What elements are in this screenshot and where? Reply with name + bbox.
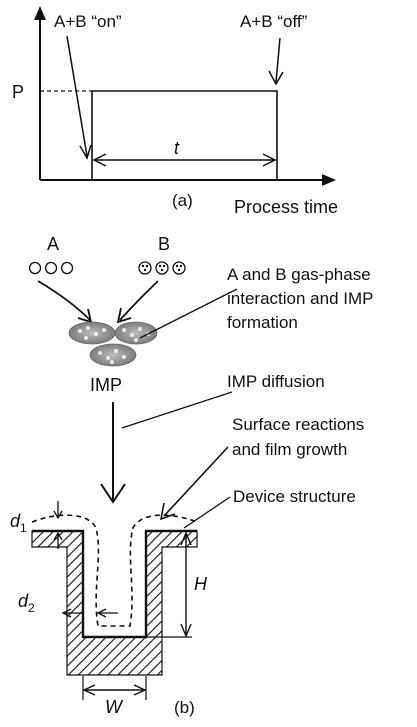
interaction-label-line-3: formation	[227, 313, 298, 332]
interaction-label-line-1: A and B gas-phase	[227, 265, 371, 284]
pulse-waveform	[91, 90, 278, 180]
on-pointer-arrow	[66, 35, 88, 157]
duration-arrowhead-right	[262, 153, 277, 167]
species-a-molecules	[28, 261, 74, 275]
surface-pointer-arrowhead	[159, 502, 176, 521]
y-axis-arrowhead	[34, 6, 46, 20]
p-label: P	[12, 82, 24, 102]
d1-arrowhead-bottom	[53, 531, 63, 541]
species-b-arrow	[119, 280, 159, 321]
h-arrowhead-top	[180, 531, 192, 546]
species-a-label: A	[47, 234, 59, 254]
d1-arrowhead-top	[53, 510, 63, 520]
diffusion-leader-line	[121, 391, 233, 429]
surface-label-line-1: Surface reactions	[232, 415, 364, 434]
d2-arrowhead-right	[96, 608, 107, 618]
imp-label: IMP	[90, 375, 122, 395]
species-b-arrowhead	[116, 307, 132, 324]
off-label: A+B “off”	[240, 12, 308, 31]
diffusion-label: IMP diffusion	[227, 372, 325, 391]
interaction-leader-line	[139, 288, 238, 339]
trench-substrate	[31, 530, 198, 676]
x-axis-label: Process time	[234, 197, 338, 217]
device-label: Device structure	[233, 487, 356, 506]
w-arrowhead-right	[133, 684, 147, 696]
panel-a-caption: (a)	[172, 191, 193, 210]
off-pointer-arrowhead	[268, 70, 284, 86]
panel-a-timing-chart: P A+B “on” A+B “off” t (a) Process time	[12, 6, 338, 217]
on-pointer-arrowhead	[79, 144, 92, 160]
duration-arrowhead-left	[92, 153, 107, 167]
d2-arrowhead-left	[61, 608, 72, 618]
on-label: A+B “on”	[54, 12, 122, 31]
w-label: W	[105, 697, 124, 717]
d1-label: d1	[10, 511, 27, 535]
interaction-label-line-2: interaction and IMP	[227, 289, 373, 308]
x-axis-arrowhead	[322, 174, 336, 186]
off-pointer-arrow	[275, 37, 281, 83]
panel-b-process-diagram: A B	[10, 234, 373, 717]
d2-label: d2	[18, 591, 35, 615]
diffusion-arrowhead	[100, 483, 126, 504]
w-arrowhead-left	[82, 684, 96, 696]
surface-label-line-2: and film growth	[232, 440, 347, 459]
h-arrowhead-bottom	[180, 623, 192, 638]
device-leader-line	[183, 496, 231, 529]
film-growth-profile	[31, 514, 198, 627]
surface-pointer-arrow	[163, 446, 229, 517]
panel-b-caption: (b)	[174, 698, 195, 717]
species-a-arrow	[37, 280, 91, 321]
trench-profile-edge	[32, 529, 197, 639]
duration-label: t	[174, 138, 180, 158]
species-b-molecules	[138, 261, 186, 275]
h-label: H	[194, 574, 208, 594]
species-b-label: B	[158, 234, 170, 254]
imp-particles	[68, 321, 158, 367]
